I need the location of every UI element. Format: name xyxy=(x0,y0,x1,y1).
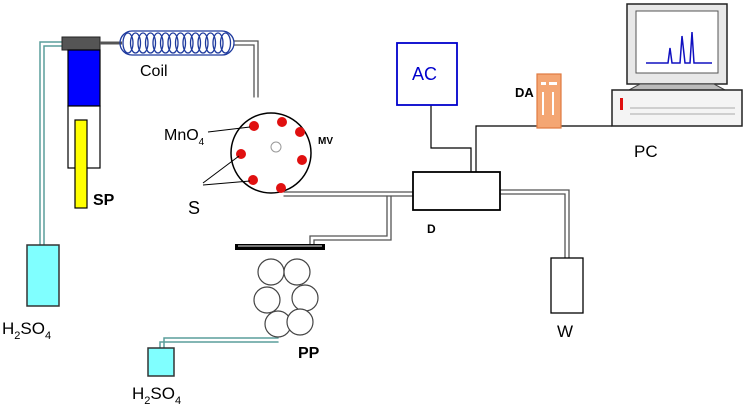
waste-container xyxy=(550,257,584,314)
pump-platen-inner xyxy=(238,245,322,247)
data-acquisition-icon xyxy=(536,73,562,129)
coil-loop xyxy=(152,32,164,54)
mno4-main: MnO xyxy=(164,127,199,144)
pump-rollers xyxy=(253,258,319,338)
peristaltic-pump-label: PP xyxy=(298,345,320,362)
coil-loop xyxy=(212,32,224,54)
pump-roller xyxy=(286,308,314,336)
peristaltic-pump xyxy=(235,244,325,338)
pc-base-slot xyxy=(620,98,623,110)
syringe-pump xyxy=(61,36,101,209)
coil-loop xyxy=(189,32,202,54)
waste-label: W xyxy=(557,322,573,341)
multiport-valve xyxy=(230,112,312,194)
coil-loop xyxy=(219,32,232,54)
wire-ac-to-detector xyxy=(430,103,472,174)
tube-bottom-reservoir-to-pump xyxy=(159,337,279,371)
permanganate-label: MnO4 xyxy=(164,127,205,148)
coil-loop xyxy=(137,32,149,54)
tube-pump-to-detector xyxy=(309,195,392,247)
valve-port xyxy=(297,155,307,165)
syringe-barrel xyxy=(67,49,101,107)
syringe-top-connector xyxy=(61,36,101,51)
coil-loop xyxy=(197,32,209,54)
wire-detector-to-pc xyxy=(475,125,613,174)
coil-label: Coil xyxy=(140,63,168,80)
valve-port xyxy=(276,183,286,193)
h2so4-left-sub1: 2 xyxy=(14,330,20,342)
ac-label: AC xyxy=(412,64,437,84)
h2so4-reservoir-left xyxy=(26,244,60,307)
tube-detector-to-waste xyxy=(499,189,570,261)
coil-outline xyxy=(119,30,235,56)
h2so4-bottom-so: SO xyxy=(150,384,175,403)
syringe-pump-label: SP xyxy=(93,192,115,209)
pc-screen-chromatogram xyxy=(646,31,712,64)
sample-label: S xyxy=(188,198,200,218)
reaction-coil xyxy=(100,30,235,56)
coil-loop xyxy=(174,32,187,54)
coil-loop xyxy=(204,32,217,54)
pump-roller xyxy=(257,258,285,286)
detector-label: D xyxy=(427,222,436,236)
coil-loop xyxy=(182,32,194,54)
coil-loop xyxy=(167,32,179,54)
mno4-sub: 4 xyxy=(199,137,205,148)
tube-reservoir-to-syringe xyxy=(39,41,63,261)
tube-coil-to-valve xyxy=(233,40,259,98)
valve-port xyxy=(249,121,259,131)
valve-port xyxy=(248,175,258,185)
h2so4-label-left: H2SO4 xyxy=(2,319,51,342)
h2so4-reservoir-bottom xyxy=(147,347,175,377)
pump-roller xyxy=(253,286,281,314)
h2so4-left-h: H xyxy=(2,319,14,338)
tube-valve-to-detector xyxy=(283,191,414,197)
computer-monitor-icon xyxy=(611,3,743,127)
coil-loop xyxy=(159,32,172,54)
coil-loop xyxy=(144,32,157,54)
syringe-plunger xyxy=(74,119,88,209)
valve-port xyxy=(295,127,305,137)
detector xyxy=(412,171,501,211)
h2so4-bottom-sub1: 2 xyxy=(144,395,150,407)
computer-label: PC xyxy=(634,142,658,161)
ac-box xyxy=(396,42,458,106)
pump-roller xyxy=(283,258,311,286)
da-label: DA xyxy=(515,85,534,100)
coil-loop xyxy=(129,32,142,54)
multiport-valve-label: MV xyxy=(318,136,333,147)
h2so4-label-bottom: H2SO4 xyxy=(132,384,181,407)
pc-neck xyxy=(628,83,726,91)
coil-loops xyxy=(119,30,235,56)
label-pointers xyxy=(202,126,251,186)
h2so4-left-sub2: 4 xyxy=(45,330,51,342)
h2so4-bottom-h: H xyxy=(132,384,144,403)
h2so4-bottom-sub2: 4 xyxy=(175,395,181,407)
coil-loop xyxy=(122,32,134,54)
valve-center xyxy=(270,141,282,153)
pump-roller xyxy=(291,284,319,312)
h2so4-left-so: SO xyxy=(20,319,45,338)
valve-port xyxy=(277,117,287,127)
valve-body xyxy=(230,112,312,194)
